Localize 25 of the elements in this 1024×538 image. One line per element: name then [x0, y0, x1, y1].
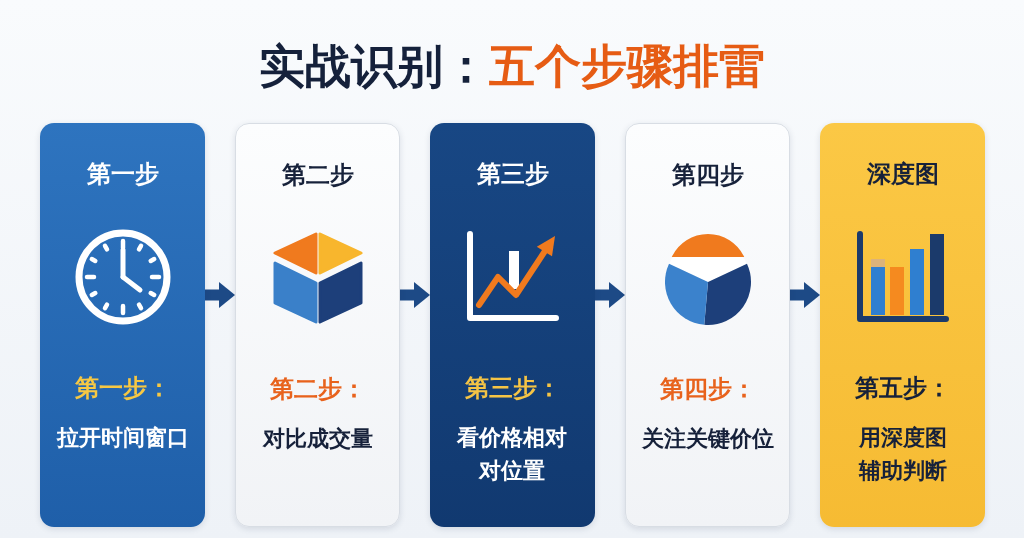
step-description: 看价格相对对位置 [456, 424, 569, 485]
arrow [595, 282, 625, 308]
step-card [235, 123, 400, 527]
step-label: 第一步： [74, 373, 171, 403]
step-description: 关注关键价位 [641, 425, 774, 453]
step-card [430, 123, 595, 527]
step-heading: 第一步 [86, 159, 159, 189]
step-label: 第三步： [464, 373, 561, 403]
step-card [40, 123, 205, 527]
step-label: 第二步： [269, 374, 366, 404]
step-heading: 第四步 [671, 160, 744, 190]
step-heading: 深度图 [866, 159, 939, 189]
step-card [820, 123, 985, 527]
step-card [625, 123, 790, 527]
step-description: 用深度图辅助判断 [857, 424, 948, 485]
arrow [400, 282, 430, 308]
arrow [205, 282, 235, 308]
title: 实战识别：五个步骤排雷 [259, 38, 765, 95]
arrow [790, 282, 820, 308]
step-heading: 第三步 [476, 159, 549, 189]
step-description: 拉开时间窗口 [56, 424, 189, 452]
step-label: 第四步： [659, 374, 756, 404]
step-heading: 第二步 [281, 160, 354, 190]
step-label: 第五步： [854, 373, 951, 403]
step-description: 对比成交量 [262, 425, 373, 453]
